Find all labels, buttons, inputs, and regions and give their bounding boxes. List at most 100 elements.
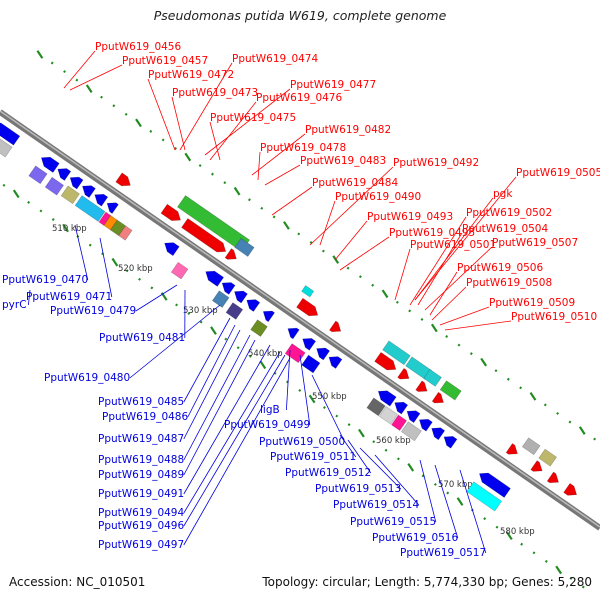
inner-tick (456, 497, 464, 506)
reverse-gene-arrow (246, 299, 261, 312)
outer-tick (124, 112, 128, 116)
reverse-gene-box-body (284, 343, 306, 364)
reverse-gene-label: PputW619_0511 (270, 451, 356, 463)
reverse-gene-label: PputW619_0485 (98, 396, 184, 408)
inner-tick (259, 360, 267, 370)
outer-tick (63, 70, 66, 74)
forward-gene-label: PputW619_0501 (410, 239, 496, 251)
reverse-gene-box (466, 481, 503, 512)
forward-gene-arrow (563, 483, 578, 496)
reverse-leader-line (183, 344, 271, 495)
reverse-gene-label: PputW619_0517 (400, 547, 486, 559)
reverse-gene-arrow (106, 202, 119, 214)
inner-tick (12, 189, 20, 199)
inner-tick (555, 565, 563, 575)
inner-tick (446, 491, 450, 495)
inner-tick (125, 269, 129, 273)
outer-tick (568, 420, 572, 424)
reverse-gene-arrow (234, 290, 248, 304)
reverse-gene-arrow-shape (418, 418, 433, 432)
reverse-leader-line (286, 349, 291, 411)
reverse-gene-arrow (316, 347, 331, 361)
forward-gene-label: PputW619_0492 (393, 157, 479, 169)
forward-leader-line (209, 121, 221, 161)
forward-gene-box-grey (521, 437, 541, 456)
forward-leader-line (409, 216, 467, 306)
forward-gene-label: PputW619_0505 (516, 167, 600, 179)
reverse-gene-arrow-shape (479, 472, 511, 498)
inner-tick (495, 525, 499, 529)
outer-tick (593, 437, 597, 441)
forward-leader-line (147, 78, 176, 151)
inner-tick (236, 346, 240, 350)
reverse-gene-box (391, 414, 407, 431)
forward-gene-box-cyan (382, 340, 411, 366)
forward-leader-line (264, 164, 301, 186)
reverse-gene-box-body (170, 261, 189, 280)
forward-gene-label: PputW619_0495 (389, 227, 475, 239)
reverse-gene-arrow-shape (57, 168, 72, 181)
forward-gene-arrow-shape (415, 380, 428, 392)
reverse-gene-arrow (69, 176, 84, 190)
reverse-gene-label: PputW619_0500 (259, 436, 345, 448)
reverse-gene-box-body (211, 290, 230, 308)
forward-gene-arrow (224, 248, 237, 260)
reverse-gene-arrow (302, 338, 317, 351)
reverse-gene-label: ligB (260, 404, 280, 416)
forward-gene-arrow (160, 203, 181, 221)
reverse-gene-arrow-shape (94, 193, 109, 207)
forward-gene-box-khaki (538, 448, 557, 467)
reverse-gene-label: PputW619_0491 (98, 488, 184, 500)
inner-tick (581, 585, 585, 589)
inner-tick (187, 312, 191, 315)
forward-gene-arrow (505, 443, 518, 455)
outer-tick (297, 232, 301, 236)
forward-leader-line (424, 246, 493, 311)
reverse-gene-arrow-shape (164, 242, 180, 257)
reverse-gene-label: PputW619_0481 (99, 332, 185, 344)
reverse-gene-arrow (57, 168, 72, 181)
reverse-leader-line (183, 354, 286, 527)
outer-tick (494, 369, 498, 373)
reverse-gene-arrow (377, 390, 397, 407)
outer-tick (247, 198, 251, 202)
forward-gene-box-green-small (439, 380, 462, 401)
forward-leader-line (271, 186, 313, 216)
reverse-gene-arrow (431, 427, 446, 441)
reverse-gene-arrow-shape (106, 202, 119, 214)
outer-tick (233, 186, 241, 196)
forward-gene-arrow-shape (431, 391, 444, 404)
reverse-gene-label: PputW619_0515 (350, 516, 436, 528)
reverse-leader-line (359, 447, 402, 490)
outer-tick (543, 403, 547, 407)
reverse-leader-line (419, 459, 437, 523)
forward-gene-label: PputW619_0493 (367, 211, 453, 223)
reverse-gene-arrow-shape (431, 427, 446, 441)
forward-leader-line (431, 286, 467, 321)
inner-tick (372, 440, 376, 444)
reverse-gene-box-body (400, 421, 422, 442)
inner-tick (483, 517, 487, 521)
outer-tick (283, 221, 290, 230)
accession-text: Accession: NC_010501 (9, 575, 146, 589)
inner-tick (249, 354, 252, 358)
outer-tick (75, 78, 79, 82)
reverse-gene-box-body (378, 406, 398, 425)
reverse-gene-arrow-shape (328, 356, 343, 369)
forward-leader-line (179, 62, 233, 151)
inner-tick (544, 559, 548, 563)
reverse-gene-arrow-shape (69, 176, 84, 190)
forward-gene-arrow (431, 391, 444, 404)
forward-leader-line (63, 50, 96, 89)
forward-leader-line (171, 96, 186, 151)
reverse-gene-box-body (366, 397, 386, 417)
reverse-gene-box-body (391, 414, 407, 431)
outer-tick (211, 172, 214, 176)
tick-label-510: 510 kbp (52, 224, 87, 234)
reverse-gene-label: PputW619_0480 (44, 372, 130, 384)
reverse-gene-arrow (0, 122, 21, 146)
inner-tick (396, 457, 400, 461)
inner-tick (111, 257, 119, 267)
forward-leader-line (319, 200, 336, 246)
